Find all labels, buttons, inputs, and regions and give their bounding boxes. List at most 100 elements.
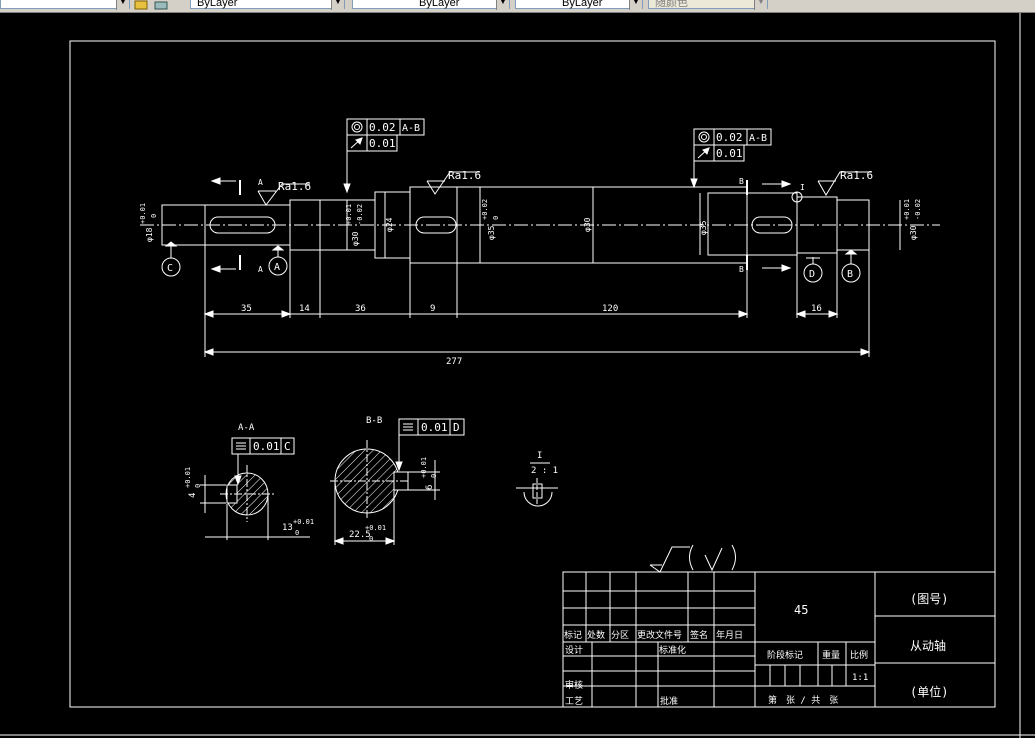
roughness-symbol-2 <box>426 171 480 195</box>
chevron-down-icon[interactable]: ▼ <box>116 0 129 10</box>
detail-circle <box>791 191 803 203</box>
tb-header: 处数 <box>587 629 605 641</box>
datum-marker-d <box>803 257 823 283</box>
tolerance-label: +0.01 <box>139 203 147 224</box>
detail-label: I <box>537 451 542 461</box>
layer-state-icon[interactable] <box>134 0 148 11</box>
tb-header: 分区 <box>611 630 629 641</box>
datum-marker-a <box>268 245 288 276</box>
fcf-2 <box>690 128 772 189</box>
color-combo[interactable]: ByLayer▼ <box>190 0 345 10</box>
section-aa-title: A-A <box>238 423 255 433</box>
tb-stage-mark: 阶段标记 <box>767 649 803 661</box>
chevron-down-icon: ▼ <box>754 0 767 10</box>
title-block <box>562 571 996 708</box>
tolerance-label: -0.02 <box>356 204 364 225</box>
datum-marker-b <box>841 249 861 283</box>
diameter-label: φ35 <box>487 225 496 240</box>
fcf1-tolerance: 0.02 <box>369 121 396 134</box>
section-bb-title: B-B <box>366 416 382 426</box>
detail-scale: 2 : 1 <box>531 466 558 476</box>
tb-scale: 比例 <box>850 649 868 661</box>
general-roughness-symbol <box>649 544 736 573</box>
diameter-label: φ18 <box>145 227 154 242</box>
section-b-b <box>330 418 465 545</box>
detail-i <box>516 462 558 507</box>
tb-header: 年月日 <box>716 629 743 641</box>
section-a-a <box>200 437 310 540</box>
plotstyle-combo-value: 随颜色 <box>655 0 688 9</box>
drawing-canvas[interactable]: 0.02 A-B 0.01 0.02 A-B 0.01 0.01 C 0.01 … <box>0 13 1035 738</box>
fcf-bb-datum: D <box>453 421 460 434</box>
fcf-aa-tolerance: 0.01 <box>253 440 280 453</box>
fcf-1 <box>343 118 425 194</box>
length-label: 36 <box>355 304 366 314</box>
part-name: 从动轴 <box>910 638 946 653</box>
layer-previous-icon[interactable] <box>154 0 168 11</box>
fcf-bb-tolerance: 0.01 <box>421 421 448 434</box>
tolerance-label: 0 <box>295 529 299 537</box>
datum-label-b: B <box>847 269 853 280</box>
tolerance-label: +0.01 <box>345 204 353 225</box>
length-dimensions <box>203 245 871 357</box>
datum-label-a: A <box>274 262 280 273</box>
drawing-frame <box>69 40 996 708</box>
fcf1-runout: 0.01 <box>369 137 396 150</box>
chevron-down-icon[interactable]: ▼ <box>629 0 642 10</box>
tb-design: 设计 <box>565 644 583 656</box>
tolerance-label: -0.02 <box>914 199 922 220</box>
fcf2-datum: A-B <box>749 133 767 144</box>
roughness-label: Ra1.6 <box>840 169 873 182</box>
datum-label-c: C <box>167 263 173 274</box>
section-mark: A <box>258 178 263 187</box>
diameter-label: φ35 <box>699 220 708 235</box>
section-mark: A <box>258 265 263 274</box>
tb-process: 工艺 <box>565 696 583 707</box>
diameter-label: φ30 <box>909 225 918 240</box>
section-bb-dim: 6 <box>425 485 435 490</box>
tolerance-label: +0.02 <box>481 199 489 220</box>
diameter-label: φ30 <box>351 231 360 246</box>
chevron-down-icon[interactable]: ▼ <box>331 0 344 10</box>
tolerance-label: 0 <box>492 216 500 220</box>
datum-label-d: D <box>809 269 815 280</box>
length-label: 14 <box>299 304 310 314</box>
section-bb-dim: 22.5 <box>349 530 371 540</box>
diameter-dimensions <box>161 187 901 263</box>
tb-review: 审核 <box>565 679 583 691</box>
tb-sheet: 第 张 / 共 张 <box>768 694 838 706</box>
properties-toolbar: ▼ ByLayer▼ ByLayer▼ ByLayer▼ 随颜色▼ <box>0 0 1035 13</box>
linetype-combo-value: ByLayer <box>419 0 460 9</box>
lineweight-combo-value: ByLayer <box>562 0 603 9</box>
chevron-down-icon[interactable]: ▼ <box>496 0 509 10</box>
tb-header: 更改文件号 <box>637 629 682 641</box>
length-label: 35 <box>241 304 252 314</box>
fcf-aa-datum: C <box>284 440 291 453</box>
tolerance-label: +0.01 <box>293 518 314 526</box>
tolerance-label: 0 <box>430 474 438 478</box>
lineweight-combo[interactable]: ByLayer ▼ <box>515 0 643 10</box>
tolerance-label: +0.01 <box>420 457 428 478</box>
datum-marker-c <box>161 241 181 277</box>
tolerance-label: 0 <box>369 535 373 543</box>
tb-header: 标记 <box>564 629 582 641</box>
diameter-label: φ24 <box>385 217 394 232</box>
length-label: 9 <box>430 304 435 314</box>
tb-weight: 重量 <box>822 649 840 661</box>
roughness-label: Ra1.6 <box>448 169 481 182</box>
fcf2-runout: 0.01 <box>716 147 743 160</box>
length-label: 120 <box>602 304 618 314</box>
tb-header: 签名 <box>690 629 708 641</box>
unit-name: (单位) <box>910 684 948 699</box>
section-aa-dim: 13 <box>282 523 293 533</box>
layer-combo[interactable]: ▼ <box>0 0 130 10</box>
drawing-number: (图号) <box>910 592 948 606</box>
roughness-symbol-1 <box>257 183 310 206</box>
roughness-label: Ra1.6 <box>278 180 311 193</box>
plotstyle-combo: 随颜色 ▼ <box>648 0 768 10</box>
tb-scale-value: 1:1 <box>852 673 868 683</box>
tolerance-label: 0 <box>150 214 158 218</box>
linetype-combo[interactable]: ByLayer ▼ <box>352 0 510 10</box>
overall-length-label: 277 <box>446 357 462 367</box>
diameter-label: φ30 <box>583 217 592 232</box>
